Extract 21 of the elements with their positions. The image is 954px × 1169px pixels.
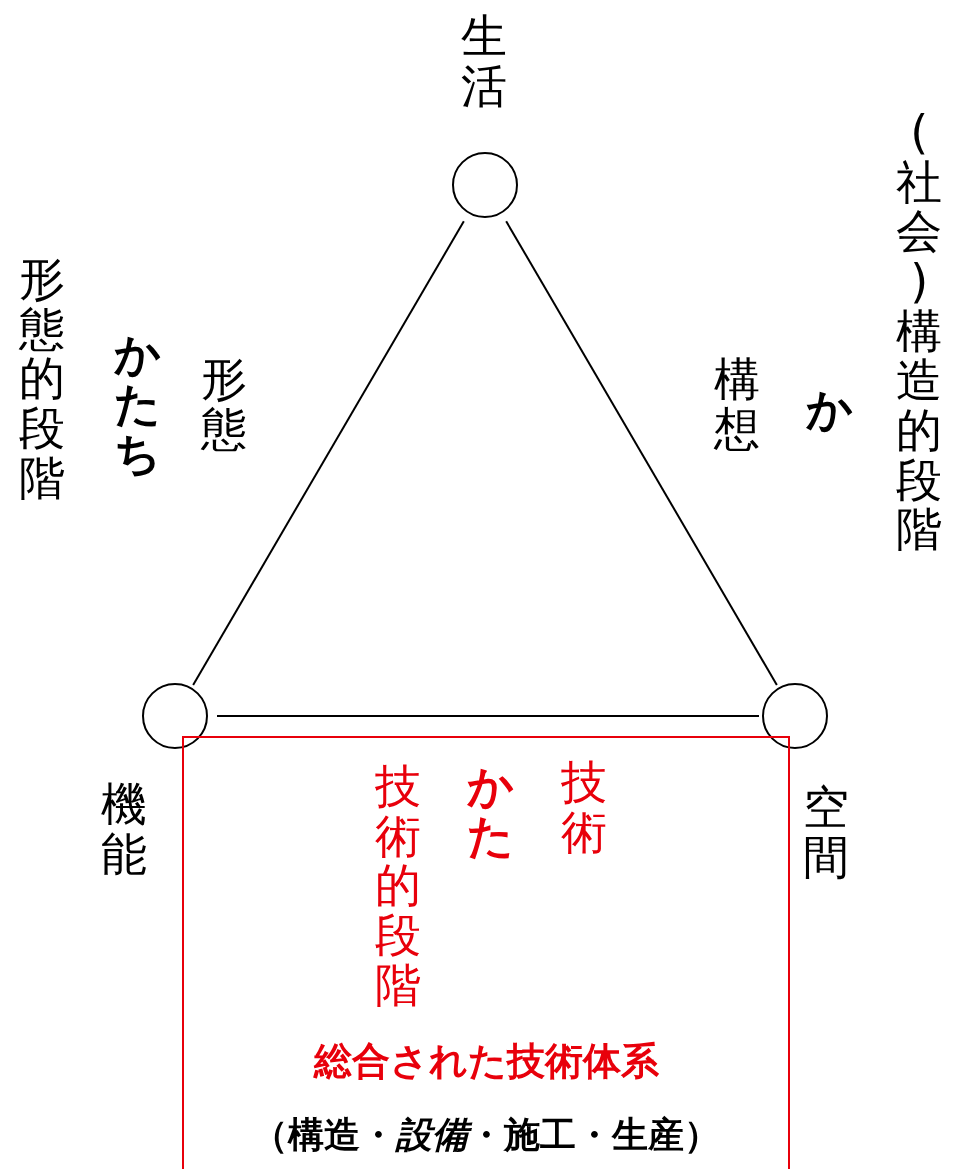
node-caption: 空間 xyxy=(802,783,851,883)
node-caption: 機能 xyxy=(100,780,149,880)
system-list: （構造・設備・施工・生産） xyxy=(252,1116,720,1154)
connector-line xyxy=(505,220,778,686)
connector-line xyxy=(192,220,465,686)
stage-label: (社会)構造的段階 xyxy=(895,108,944,556)
system-heading: 総合された技術体系 xyxy=(313,1042,659,1082)
stage-label: 技術的段階 xyxy=(374,762,423,1011)
stage-label: 形態的段階 xyxy=(18,255,67,504)
stage-short-label: かた xyxy=(466,762,515,862)
node-circle xyxy=(762,683,828,749)
connector-line xyxy=(216,715,760,717)
highlight-frame xyxy=(182,736,790,1169)
side-label: 形態 xyxy=(200,355,249,455)
short-label: かたち xyxy=(113,330,162,479)
short-label: か xyxy=(805,385,854,435)
stage-label: 技術 xyxy=(560,758,609,858)
side-label: 構想 xyxy=(713,355,762,455)
node-circle xyxy=(452,152,518,218)
node-circle xyxy=(142,683,208,749)
node-caption: 生活 xyxy=(460,12,509,112)
